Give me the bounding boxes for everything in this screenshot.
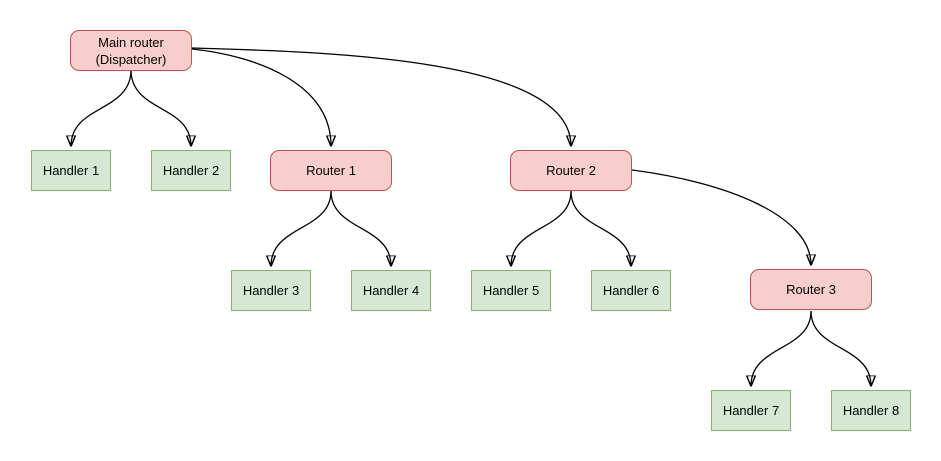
node-handler-6-label: Handler 6 [602, 283, 660, 298]
node-handler-4-label: Handler 4 [362, 283, 420, 298]
edge-router-1-to-handler-4 [330, 190, 391, 266]
node-handler-8-label: Handler 8 [842, 403, 900, 418]
node-router-1: Router 1 [270, 150, 392, 191]
node-handler-6: Handler 6 [591, 270, 671, 311]
node-handler-5-label: Handler 5 [482, 283, 540, 298]
node-handler-7: Handler 7 [711, 390, 791, 431]
node-handler-7-label: Handler 7 [722, 403, 780, 418]
node-handler-1-label: Handler 1 [42, 163, 100, 178]
edge-router-1-to-handler-3 [271, 190, 332, 266]
edge-router-2-to-handler-5 [511, 190, 572, 266]
edge-router-2-to-handler-6 [570, 190, 631, 266]
node-main-router: Main router (Dispatcher) [70, 30, 192, 71]
node-handler-1: Handler 1 [31, 150, 111, 191]
edge-router-3-to-handler-7 [751, 310, 812, 386]
node-handler-3-label: Handler 3 [242, 283, 300, 298]
node-handler-2: Handler 2 [151, 150, 231, 191]
edge-main-router-to-router-1 [191, 48, 331, 146]
node-router-3: Router 3 [750, 269, 872, 310]
edge-router-3-to-handler-8 [810, 310, 871, 386]
node-router-1-label: Router 1 [306, 163, 356, 178]
edge-main-router-to-router-2 [191, 47, 571, 146]
edge-main-router-to-handler-1 [71, 69, 132, 146]
node-handler-2-label: Handler 2 [162, 163, 220, 178]
node-handler-4: Handler 4 [351, 270, 431, 311]
node-router-2-label: Router 2 [546, 163, 596, 178]
node-handler-3: Handler 3 [231, 270, 311, 311]
node-router-3-label: Router 3 [786, 282, 836, 297]
node-router-2: Router 2 [510, 150, 632, 191]
node-main-router-label: Main router (Dispatcher) [95, 34, 167, 67]
edge-main-router-to-handler-2 [130, 69, 191, 146]
node-handler-5: Handler 5 [471, 270, 551, 311]
edge-router-2-to-router-3 [631, 169, 811, 265]
node-handler-8: Handler 8 [831, 390, 911, 431]
